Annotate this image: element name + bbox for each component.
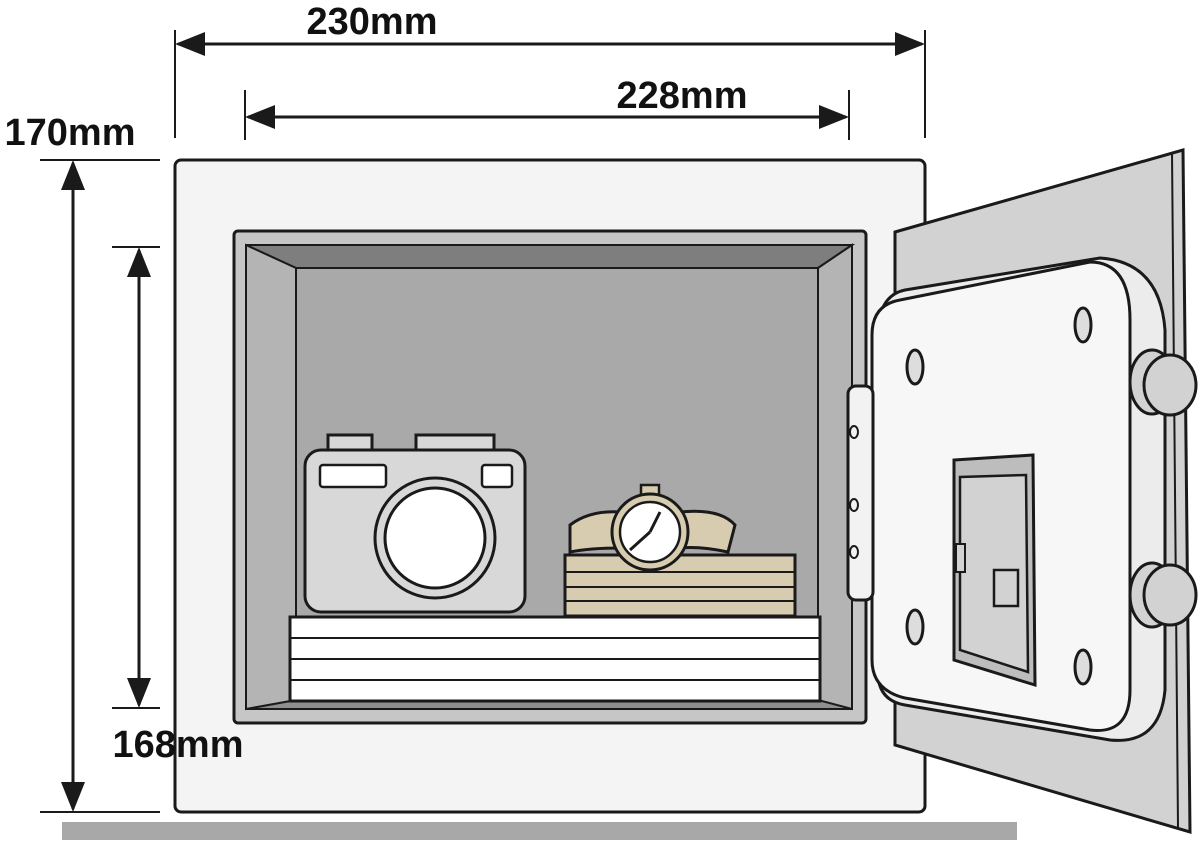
locking-bolts xyxy=(1128,348,1198,629)
floor-shadow xyxy=(62,822,1017,840)
inner-height-label: 168mm xyxy=(113,724,244,766)
watch-box xyxy=(563,553,797,618)
watch-icon xyxy=(568,483,737,572)
keypad-panel xyxy=(952,453,1037,688)
safe-door xyxy=(846,148,1198,835)
outer-width-label: 230mm xyxy=(307,1,438,43)
safe-body xyxy=(173,158,927,814)
inner-width-label: 228mm xyxy=(617,75,748,117)
outer-height-label: 170mm xyxy=(5,112,136,154)
screw-icons xyxy=(905,306,1093,686)
books-stack xyxy=(288,615,822,703)
camera-icon xyxy=(303,433,527,614)
dimension-lines xyxy=(40,30,926,813)
